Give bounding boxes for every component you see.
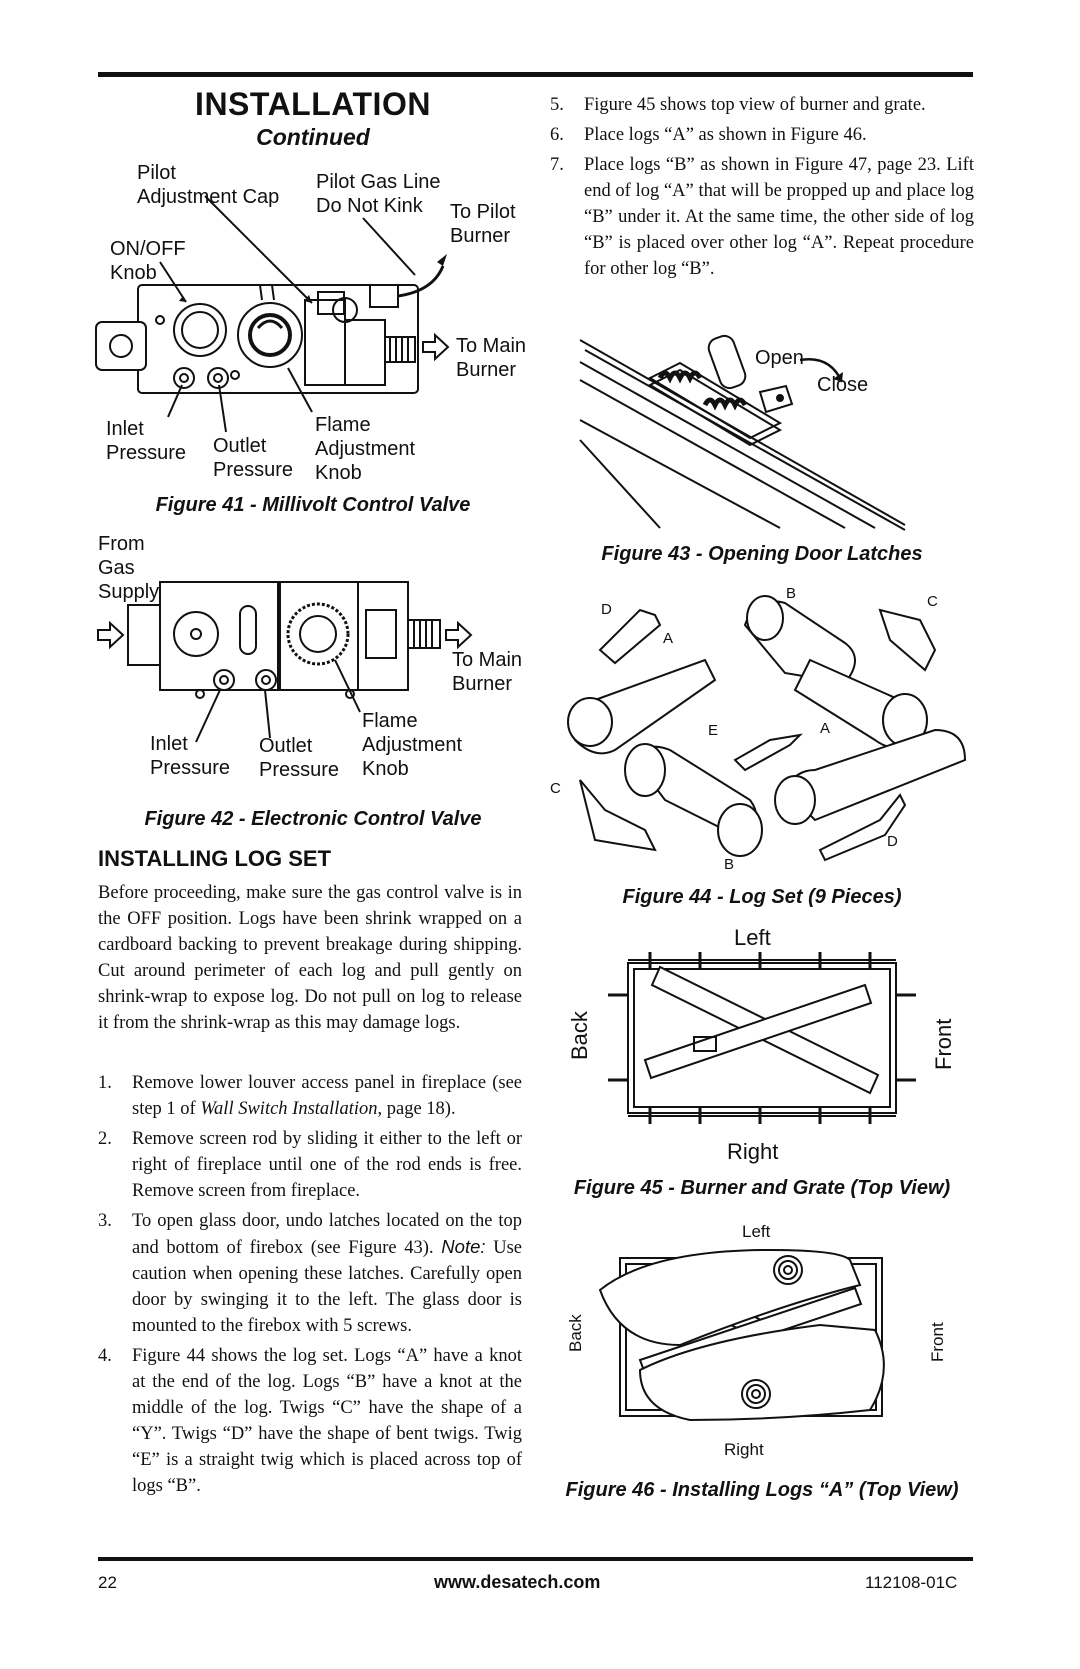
- fig45-right-label: Right: [727, 1139, 779, 1164]
- figure-45-caption: Figure 45 - Burner and Grate (Top View): [573, 1177, 951, 1199]
- fig41-outlet-pressure-label: Outlet Pressure: [213, 435, 294, 481]
- burner-grate-diagram: [608, 952, 916, 1124]
- fig41-inlet-pressure-label: Inlet Pressure: [106, 418, 187, 464]
- electronic-valve-diagram: [97, 581, 473, 743]
- fig45-left-label: Left: [734, 925, 771, 950]
- millivolt-valve-diagram: [95, 195, 450, 433]
- document-number: 112108-01C: [865, 1573, 958, 1592]
- steps-right-list: 5.Figure 45 shows top view of burner and…: [550, 92, 974, 286]
- step-2: 2.Remove screen rod by sliding it either…: [98, 1129, 522, 1201]
- fig46-right-label: Right: [724, 1440, 764, 1459]
- log-letter-c-top: C: [927, 593, 938, 610]
- section-heading: INSTALLING LOG SET: [98, 846, 332, 871]
- log-letter-c-left: C: [550, 780, 561, 797]
- figure-43-caption: Figure 43 - Opening Door Latches: [601, 543, 923, 565]
- step-4: 4.Figure 44 shows the log set. Logs “A” …: [98, 1346, 522, 1496]
- from-gas-supply-label: From Gas Supply: [98, 533, 160, 603]
- fig41-to-main-burner-label: To Main Burner: [456, 335, 527, 381]
- close-label: Close: [817, 374, 869, 396]
- installing-logs-a-diagram: [598, 1248, 885, 1422]
- page-subtitle: Continued: [256, 124, 370, 150]
- fig41-flame-adjustment-label: Flame Adjustment Knob: [315, 414, 416, 484]
- step-7: 7.Place logs “B” as shown in Figure 47, …: [550, 155, 974, 279]
- door-latch-diagram: [579, 334, 906, 531]
- to-pilot-burner-label: To Pilot Burner: [450, 201, 516, 247]
- log-letter-b-top: B: [786, 585, 797, 602]
- log-set-diagram: [567, 595, 967, 862]
- step-5: 5.Figure 45 shows top view of burner and…: [550, 95, 926, 115]
- fig42-to-main-burner-label: To Main Burner: [452, 649, 523, 695]
- page-number: 22: [98, 1573, 117, 1592]
- figure-44-caption: Figure 44 - Log Set (9 Pieces): [622, 886, 902, 908]
- fig46-left-label: Left: [742, 1222, 771, 1241]
- step-6: 6.Place logs “A” as shown in Figure 46.: [550, 125, 867, 145]
- open-label: Open: [755, 347, 804, 369]
- fig42-inlet-pressure-label: Inlet Pressure: [150, 733, 231, 779]
- figure-46-caption: Figure 46 - Installing Logs “A” (Top Vie…: [565, 1479, 959, 1501]
- log-letter-a-right: A: [820, 720, 831, 737]
- log-letter-b-bottom: B: [724, 856, 735, 873]
- page-title: INSTALLATION: [195, 86, 431, 122]
- log-letter-d-top: D: [601, 601, 612, 618]
- fig42-flame-adjustment-label: Flame Adjustment Knob: [362, 710, 463, 780]
- log-letter-e: E: [708, 722, 719, 739]
- pilot-gas-line-label: Pilot Gas Line Do Not Kink: [316, 171, 441, 217]
- on-off-knob-label: ON/OFF Knob: [110, 238, 186, 284]
- figure-41-caption: Figure 41 - Millivolt Control Valve: [155, 494, 471, 516]
- top-rule: [98, 72, 973, 77]
- fig42-outlet-pressure-label: Outlet Pressure: [259, 735, 340, 781]
- section-intro: Before proceeding, make sure the gas con…: [98, 883, 522, 1033]
- bottom-rule: [98, 1557, 973, 1561]
- figure-42-caption: Figure 42 - Electronic Control Valve: [144, 808, 482, 830]
- step-1: 1.Remove lower louver access panel in fi…: [98, 1073, 522, 1119]
- step-3: 3.To open glass door, undo latches locat…: [98, 1211, 522, 1336]
- footer-url[interactable]: www.desatech.com: [434, 1572, 601, 1592]
- log-letter-a-top: A: [663, 630, 674, 647]
- steps-left-list: 1.Remove lower louver access panel in fi…: [98, 1070, 522, 1503]
- log-letter-d-bottom: D: [887, 833, 898, 850]
